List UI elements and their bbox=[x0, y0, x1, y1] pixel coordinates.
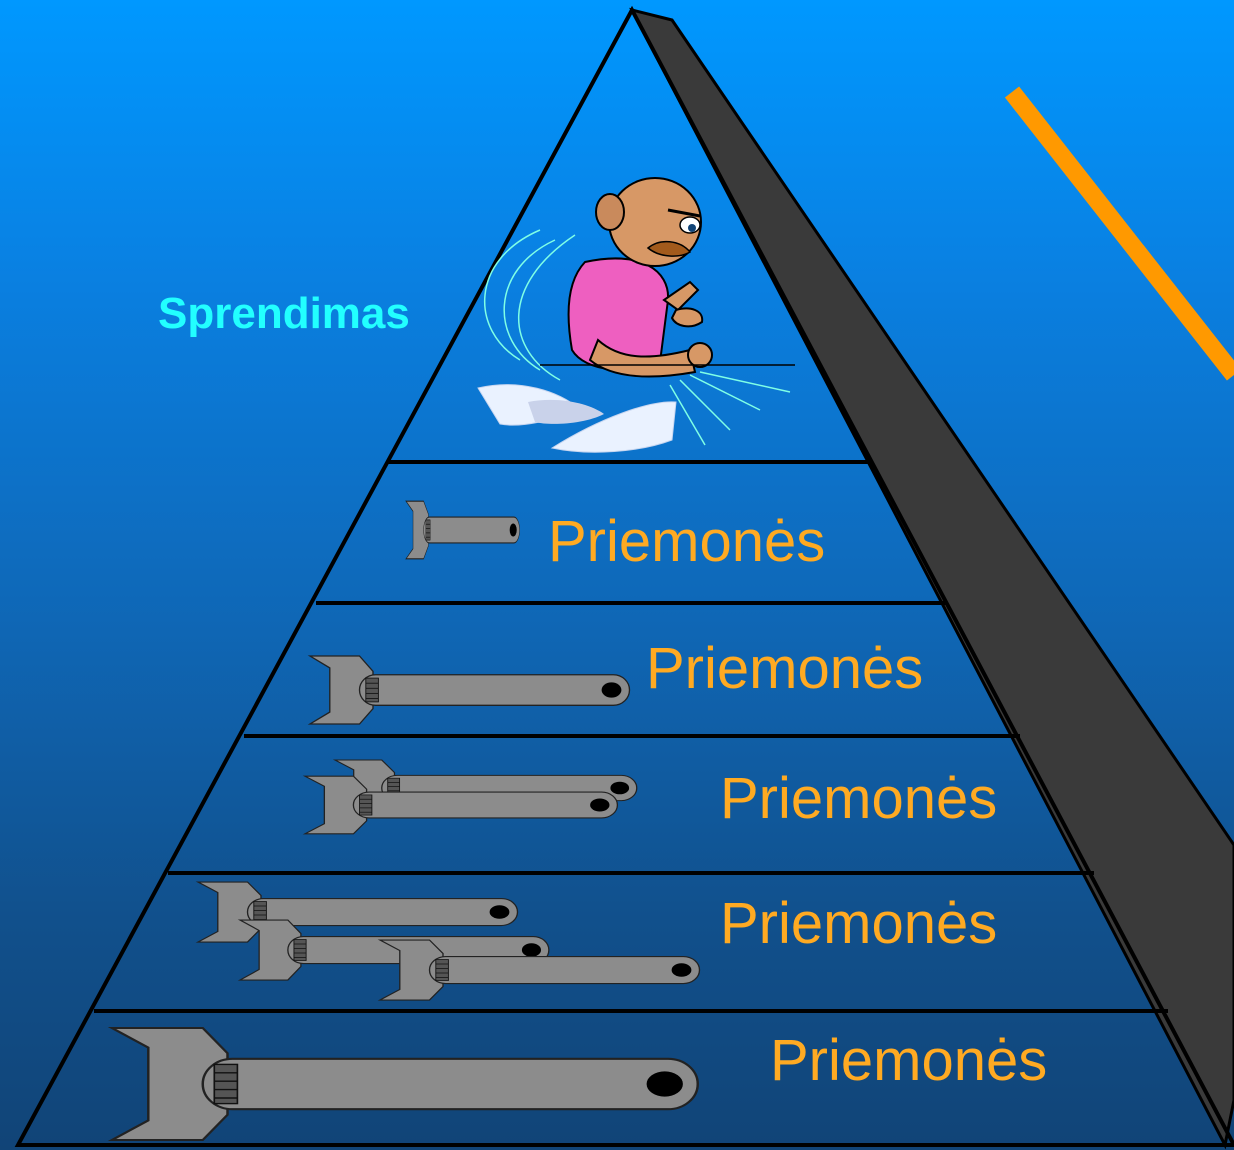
wrench-icon bbox=[197, 881, 519, 943]
top-label: Sprendimas bbox=[158, 289, 410, 338]
wrench-icon bbox=[309, 655, 631, 725]
level-label: Priemonės bbox=[720, 891, 998, 956]
level-label: Priemonės bbox=[770, 1028, 1048, 1093]
level-label: Priemonės bbox=[646, 636, 924, 701]
accent-line bbox=[1004, 86, 1234, 381]
level-label: Priemonės bbox=[548, 509, 826, 574]
wrench-icon bbox=[110, 1026, 699, 1142]
thinking-man-icon bbox=[477, 177, 795, 453]
level-label: Priemonės bbox=[720, 766, 998, 831]
wrench-icon bbox=[405, 500, 521, 560]
pyramid-front-face bbox=[14, 5, 1234, 1147]
